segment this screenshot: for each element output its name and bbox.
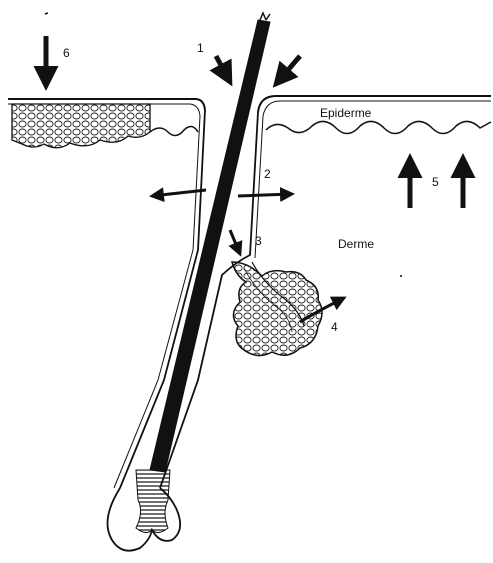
hair-shaft <box>150 20 270 472</box>
callout-5: 5 <box>432 175 439 189</box>
label-epidermis: Epiderme <box>320 106 372 120</box>
callout-1: 1 <box>197 41 204 55</box>
arrow-3 <box>230 230 240 254</box>
callout-3: 3 <box>255 234 262 248</box>
follicle-wall-left-inner <box>114 116 200 488</box>
label-dermis: Derme <box>338 237 374 251</box>
callout-6: 6 <box>63 46 70 60</box>
arrow-2-right <box>238 194 292 196</box>
sebaceous-gland <box>232 262 322 356</box>
arrow-1-right <box>276 56 300 84</box>
skin-surface-right <box>258 96 491 112</box>
dermal-papilla <box>136 470 170 533</box>
callout-4: 4 <box>331 320 338 334</box>
callout-2: 2 <box>264 167 271 181</box>
epidermis-basal-right <box>266 121 491 133</box>
speck-top <box>45 13 48 14</box>
arrow-1-left <box>216 56 230 82</box>
epidermis-basal-left <box>150 126 198 135</box>
arrow-2-left <box>152 190 206 196</box>
hair-tip <box>260 13 270 20</box>
stratum-corneum-left <box>12 104 150 148</box>
skin-surface-right-inner <box>263 101 491 116</box>
